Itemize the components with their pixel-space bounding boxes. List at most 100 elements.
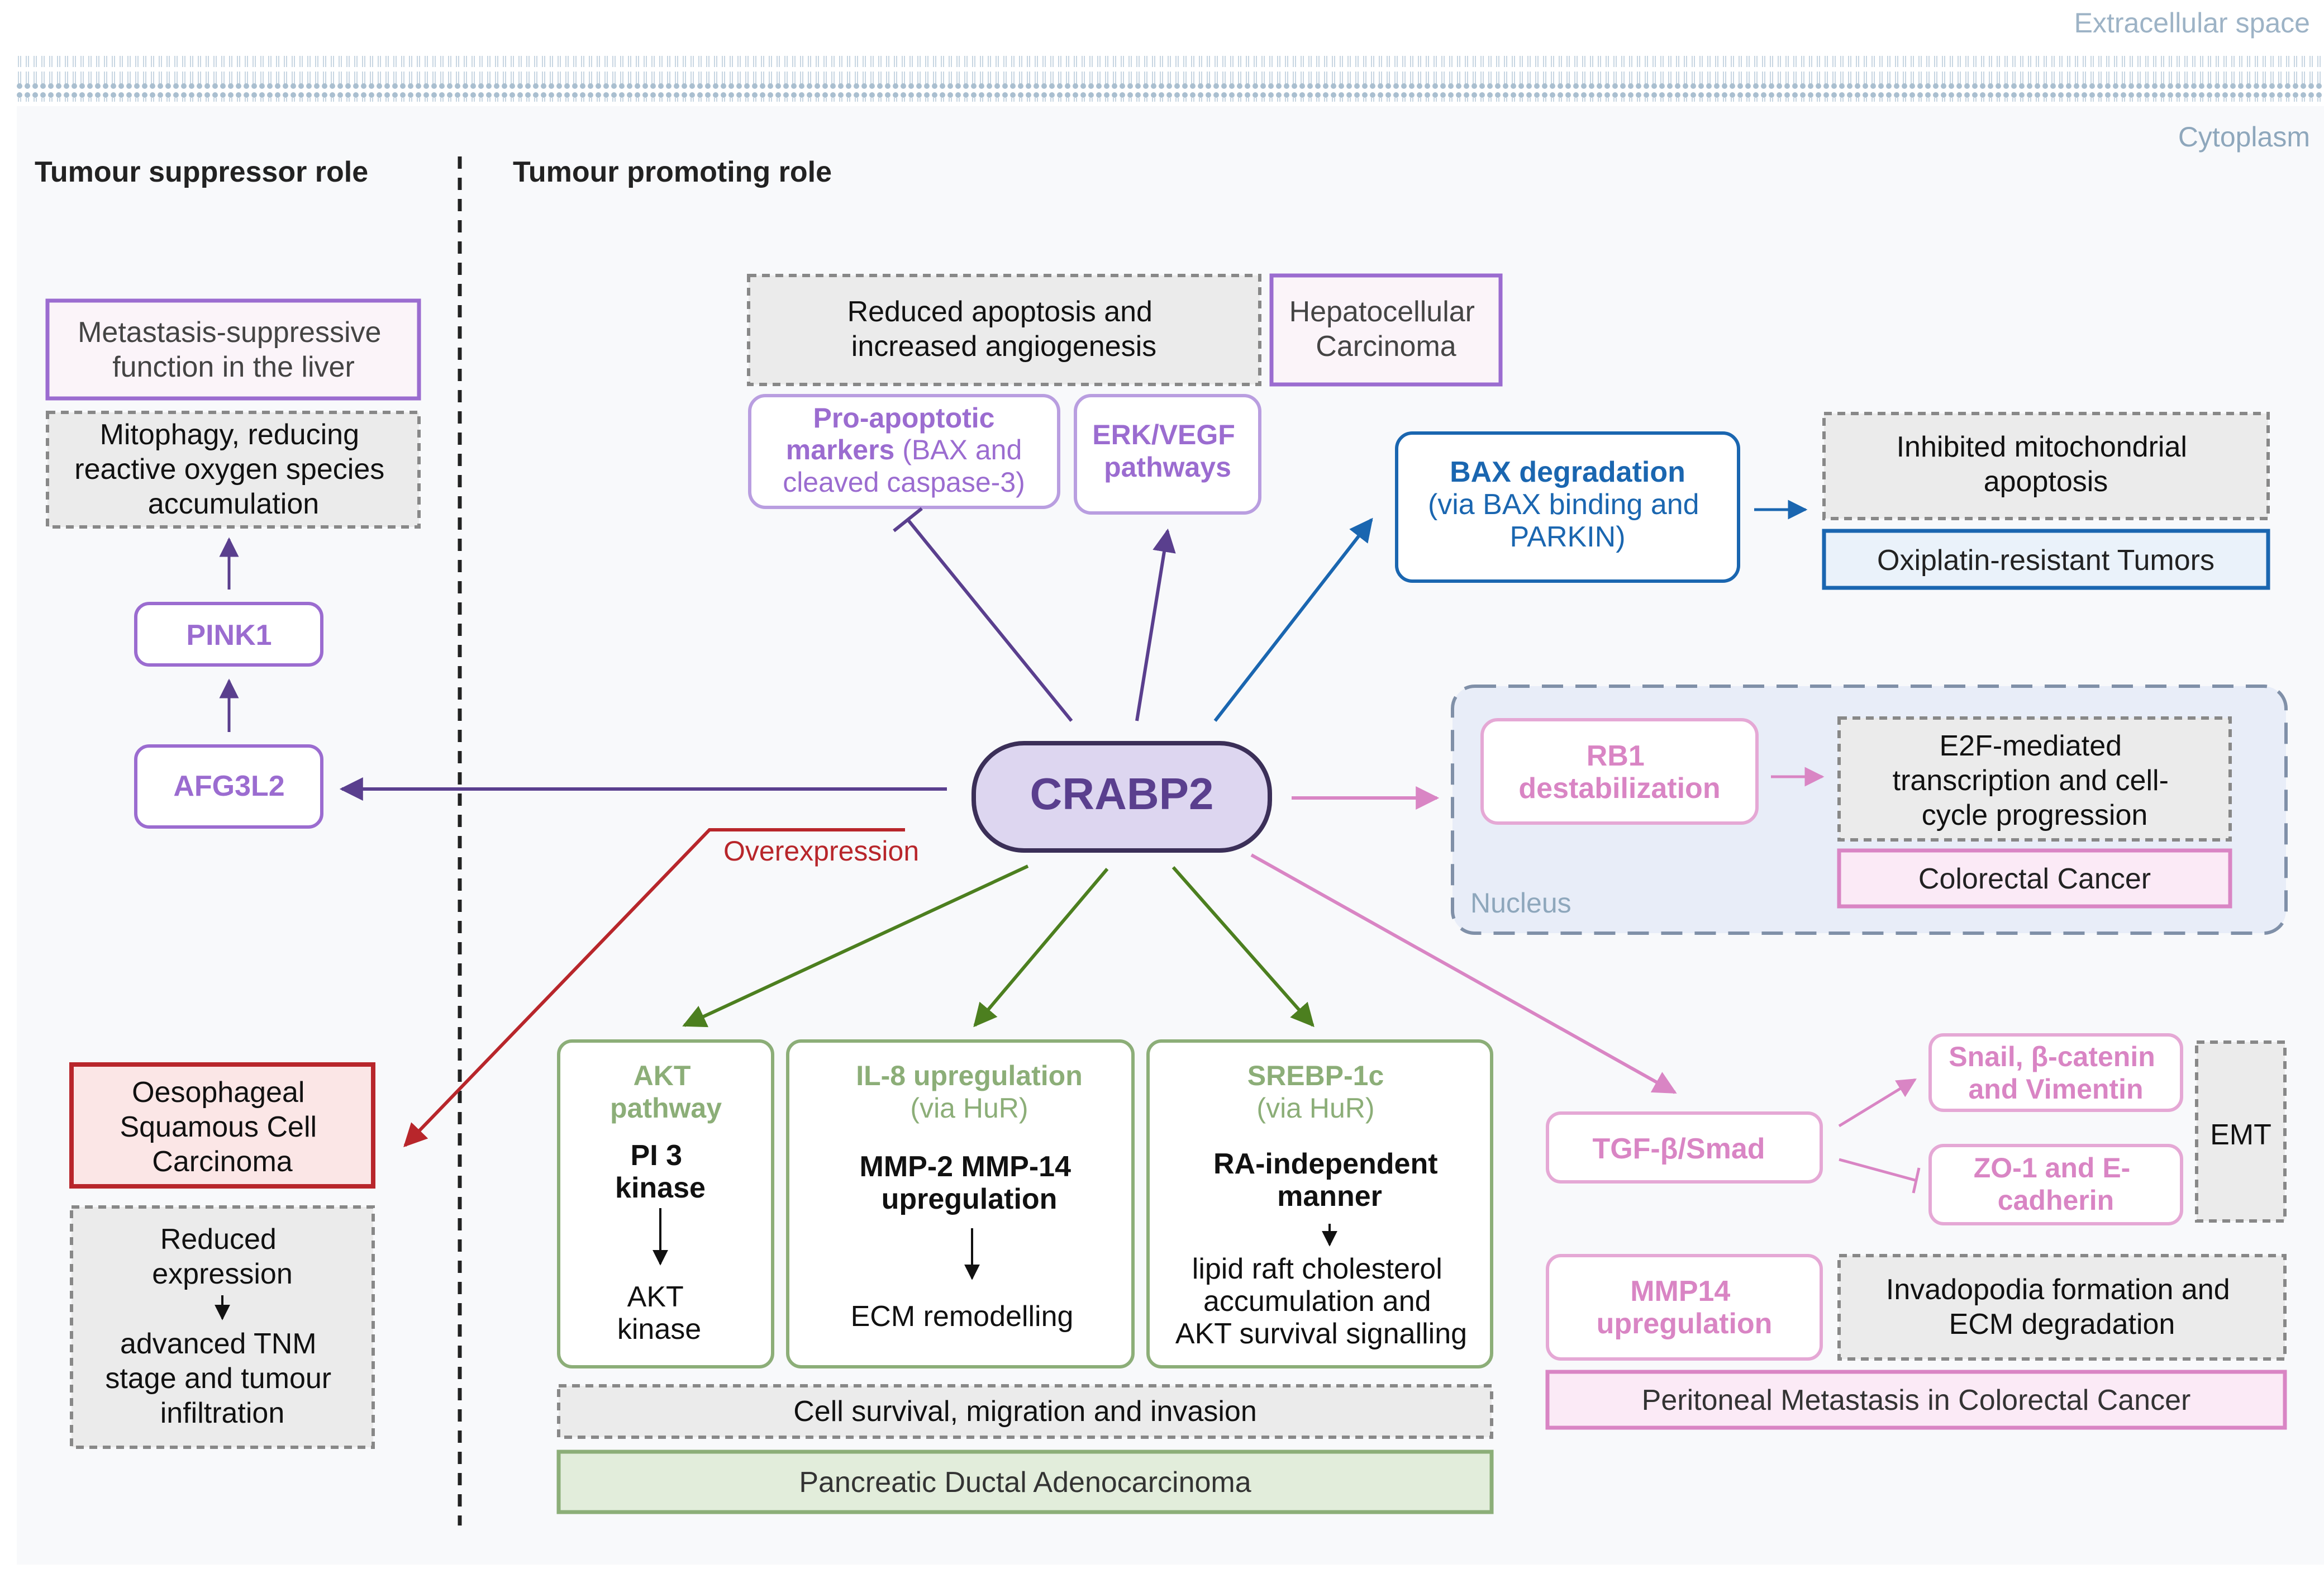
svg-text:MMP14 upregulation: MMP14 upregulation [1597,1275,1773,1340]
invadopodia-text: Invadopodia formation and [1886,1273,2230,1306]
crabp2-inhibits-proapoptotic [906,519,1073,722]
escc-cancer-box [69,1062,375,1189]
proapoptotic-detail: (BAX and [894,434,1022,465]
peritoneal-cancer-box [1545,1370,2287,1430]
pi3-kinase-text: kinase [615,1172,706,1204]
akt-kinase-text: kinase [617,1313,701,1346]
e2f-text: E2F-mediated [1939,730,2122,762]
akt-pathway-title: AKT [634,1060,691,1091]
akt-pathway-title: pathway [610,1092,722,1124]
hcc-cancer-box [1269,273,1503,387]
nucleus-label: Nucleus [1470,887,1571,919]
mitophagy-box [46,411,421,529]
colorectal-cancer-text: Colorectal Cancer [1918,863,2151,895]
tgf-to-snail-arrow [1838,1078,1917,1128]
erk-vegf-label: pathways [1104,452,1231,483]
svg-text:RB1 destabilization: RB1 destabilization [1518,740,1720,805]
zo1-inhibition-bar [1912,1167,1921,1194]
hcc-outcome-text: Reduced apoptosis and [847,296,1153,328]
svg-text:Snail, β-catenin and Vimen: Snail, β-catenin and Vimentin [1949,1041,2163,1105]
emt-box [2195,1040,2287,1223]
svg-text:Metastasis-suppressive fun: Metastasis-suppressive function in the l… [78,316,389,383]
reduced-expression-text: expression [152,1258,292,1290]
extracellular-label: Extracellular space [2074,7,2310,39]
pdac-outcome-text: Cell survival, migration and invasion [793,1395,1257,1428]
mmp14-label: upregulation [1597,1308,1773,1340]
pink1-node [134,602,323,667]
invadopodia-box [1837,1254,2287,1361]
svg-text:lipid raft cholesterol acc: lipid raft cholesterol accumulation and … [1175,1253,1467,1350]
liver-function-box [45,298,421,401]
akt-kinase-text: AKT [627,1281,683,1313]
e2f-text: transcription and cell- [1893,764,2169,797]
proapoptotic-node [748,394,1060,509]
svg-text:PI 3 kinase: PI 3 kinase [615,1139,706,1204]
svg-text:advanced TNM stage and tum: advanced TNM stage and tumour infiltrati… [105,1328,339,1429]
lipid-raft-text: AKT survival signalling [1175,1318,1467,1350]
tgf-inhibits-zo1 [1839,1158,1916,1182]
svg-text:(via BAX binding and PARKI: (via BAX binding and PARKIN) [1428,488,1707,553]
svg-text:MMP-2 MMP-14 upregulation: MMP-2 MMP-14 upregulation [860,1151,1079,1215]
svg-text:Mitophagy, reducing reacti: Mitophagy, reducing reactive oxygen spec… [74,419,392,520]
hcc-cancer-text: Hepatocellular [1289,296,1475,328]
escc-cancer-text: Oesophageal [132,1076,304,1109]
mmp-upregulation-text: upregulation [882,1183,1058,1215]
oxiplatin-cancer-box [1822,529,2270,590]
hcc-outcome-box [747,274,1261,386]
mmp14-label: MMP14 [1630,1275,1730,1308]
zo1-label: cadherin [1998,1185,2114,1216]
hcc-cancer-text: Carcinoma [1316,330,1456,363]
peritoneal-cancer-text: Peritoneal Metastasis in Colorectal Canc… [1642,1384,2191,1417]
tumour-promoting-heading: Tumour promoting role [513,156,832,188]
mmp-upregulation-text: MMP-2 MMP-14 [860,1151,1071,1183]
il8-card [786,1039,1135,1368]
pink1-label: PINK1 [186,619,272,652]
il8-subtitle: (via HuR) [910,1092,1028,1124]
svg-text:AKT pathway: AKT pathway [610,1060,722,1124]
ra-independent-text: RA-independent [1213,1148,1438,1180]
lipid-raft-text: accumulation and [1203,1285,1431,1318]
tumour-suppressor-heading: Tumour suppressor role [35,156,368,188]
crabp2-node [971,741,1272,853]
mitophagy-text: reactive oxygen species [74,453,384,486]
svg-text:Invadopodia formation and: Invadopodia formation and ECM degradatio… [1886,1273,2238,1341]
rb1-node [1480,718,1759,825]
svg-text:Hepatocellular Carcinoma: Hepatocellular Carcinoma [1289,296,1483,363]
afg3l2-node [134,744,323,829]
crabp2-to-bax-arrow [1213,517,1373,722]
svg-text:ZO-1 and E- cadherin: ZO-1 and E- cadherin [1974,1152,2138,1216]
mmp14-node [1546,1254,1823,1361]
svg-text:E2F-mediated transcription: E2F-mediated transcription and cell- cyc… [1893,730,2177,831]
e2f-box [1837,716,2232,842]
erk-vegf-node [1074,394,1261,515]
srebp-card [1146,1039,1493,1368]
proapoptotic-label: markers [786,434,895,465]
crabp2-to-srebp-arrow [1171,866,1315,1028]
akt-pathway-card [557,1039,774,1368]
crabp2-to-il8-arrow [973,868,1109,1028]
svg-text:RA-independent manner: RA-independent manner [1213,1148,1446,1213]
il8-title: IL-8 upregulation [856,1060,1083,1091]
escc-outcome-box [70,1205,375,1449]
reduced-expression-text: Reduced [160,1223,277,1256]
rb1-label: destabilization [1518,772,1720,805]
srebp-title: SREBP-1c [1247,1060,1384,1091]
mitophagy-text: accumulation [148,488,319,520]
svg-text:Reduced expression: Reduced expression [152,1223,292,1290]
e2f-text: cycle progression [1922,799,2148,831]
mitophagy-text: Mitophagy, reducing [100,419,359,451]
srebp-subtitle: (via HuR) [1256,1092,1374,1124]
emt-text: EMT [2210,1119,2271,1151]
advanced-tnm-text: infiltration [160,1397,285,1429]
zo1-node [1928,1144,2183,1225]
liver-function-text: function in the liver [112,351,355,383]
crabp2-to-erk-arrow [1135,528,1176,721]
mito-apoptosis-text: apoptosis [1984,465,2108,498]
colorectal-cancer-box [1837,848,2232,909]
svg-text:Oesophageal Squamous Cell: Oesophageal Squamous Cell Carcinoma [120,1076,325,1178]
ecm-remodelling-text: ECM remodelling [851,1300,1074,1333]
crabp2-to-tgf-arrow [1250,853,1677,1094]
bax-degradation-title: BAX degradation [1450,456,1685,488]
snail-node [1928,1033,2183,1112]
